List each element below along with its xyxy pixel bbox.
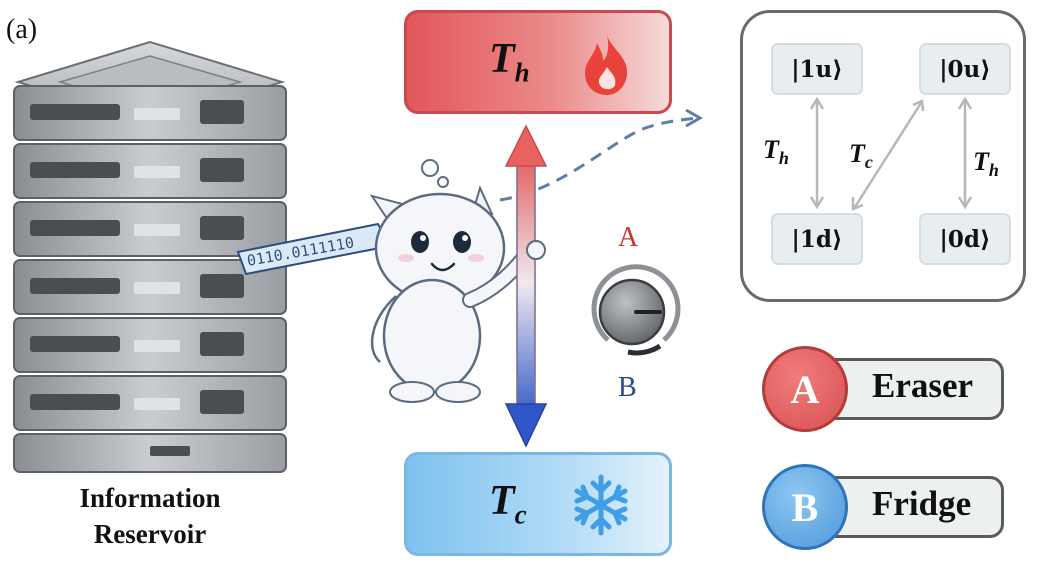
transition-right-symbol: T bbox=[973, 147, 989, 176]
snowflake-icon bbox=[574, 474, 628, 536]
dial-knob-icon bbox=[591, 264, 681, 356]
transition-left-subscript: h bbox=[778, 148, 789, 169]
reservoir-label-line1: Information bbox=[79, 483, 221, 513]
transition-middle-subscript: c bbox=[864, 152, 873, 173]
transition-left-label: Th bbox=[763, 135, 789, 169]
legend-a-badge: A bbox=[762, 346, 848, 432]
reservoir-label-line2: Reservoir bbox=[93, 519, 207, 549]
panel-label: (a) bbox=[6, 14, 38, 45]
transition-right-label: Th bbox=[973, 147, 999, 181]
transition-left-symbol: T bbox=[763, 135, 779, 164]
information-tape: 0110.0111110 bbox=[236, 222, 392, 276]
hot-bath-label: Th bbox=[489, 35, 530, 88]
state-transition-arrows bbox=[809, 96, 973, 211]
server-rack-icon bbox=[13, 40, 287, 473]
hot-bath-symbol: T bbox=[489, 36, 515, 82]
dashed-link-arrow bbox=[499, 116, 699, 202]
state-0u: |0u⟩ bbox=[919, 43, 1011, 95]
legend-b-label: Fridge bbox=[872, 484, 972, 523]
state-1d: |1d⟩ bbox=[771, 213, 863, 265]
transition-right-subscript: h bbox=[988, 160, 999, 181]
cold-bath-symbol: T bbox=[489, 478, 515, 524]
transition-middle-label: Tc bbox=[849, 139, 873, 173]
state-1u: |1u⟩ bbox=[771, 43, 863, 95]
heat-flow-arrow bbox=[504, 124, 548, 448]
cold-bath: Tc bbox=[404, 452, 672, 556]
legend-a-label: Eraser bbox=[872, 366, 974, 405]
cold-bath-subscript: c bbox=[514, 499, 527, 530]
knob-label-a: A bbox=[618, 222, 639, 253]
demon-mascot bbox=[369, 159, 536, 403]
state-diagram: |1u⟩ |0u⟩ |1d⟩ |0d⟩ Th Tc Th bbox=[740, 10, 1026, 302]
legend-b-badge: B bbox=[762, 464, 848, 550]
knob-label-b: B bbox=[618, 372, 637, 403]
transition-middle-symbol: T bbox=[849, 139, 865, 168]
hot-bath-subscript: h bbox=[514, 57, 530, 88]
state-0d: |0d⟩ bbox=[919, 213, 1011, 265]
flame-icon bbox=[585, 35, 628, 95]
reservoir-label: Information Reservoir bbox=[40, 480, 260, 552]
cold-bath-label: Tc bbox=[489, 477, 527, 530]
hot-bath: Th bbox=[404, 10, 672, 114]
